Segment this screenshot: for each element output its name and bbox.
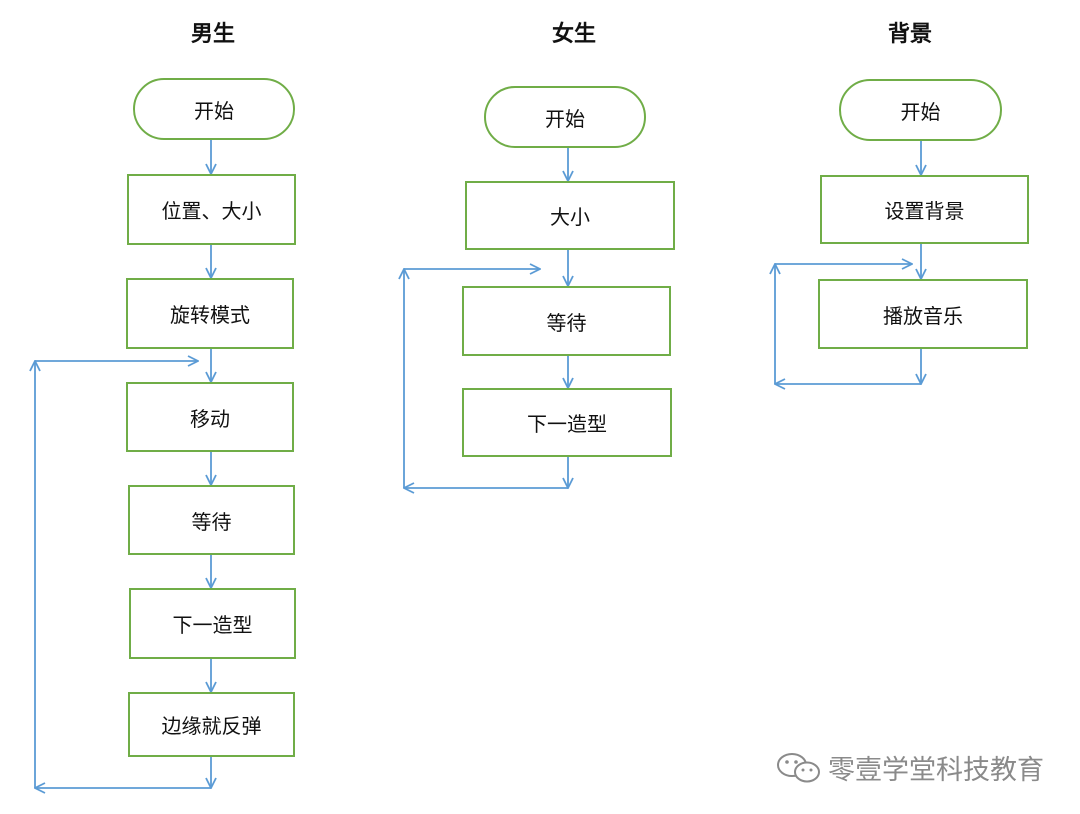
column-title-background: 背景 bbox=[887, 22, 932, 47]
girl-step-size: 大小 bbox=[465, 181, 675, 250]
column-title-girl: 女生 bbox=[551, 22, 596, 47]
background-start-node: 开始 bbox=[839, 79, 1002, 141]
background-step-play-music: 播放音乐 bbox=[818, 279, 1028, 349]
boy-step-position-size: 位置、大小 bbox=[127, 174, 296, 245]
wechat-icon bbox=[777, 752, 820, 782]
watermark-text: 零壹学堂科技教育 bbox=[828, 755, 1044, 786]
girl-step-next-costume: 下一造型 bbox=[462, 388, 672, 457]
boy-step-rotation-mode: 旋转模式 bbox=[126, 278, 294, 349]
boy-step-next-costume: 下一造型 bbox=[129, 588, 296, 659]
watermark: 零壹学堂科技教育 bbox=[776, 748, 1044, 787]
girl-start-node: 开始 bbox=[484, 86, 646, 148]
girl-step-wait: 等待 bbox=[462, 286, 671, 356]
boy-step-bounce-on-edge: 边缘就反弹 bbox=[128, 692, 295, 757]
background-step-set-backdrop: 设置背景 bbox=[820, 175, 1029, 244]
boy-start-node: 开始 bbox=[133, 78, 295, 140]
boy-step-move: 移动 bbox=[126, 382, 294, 452]
column-title-boy: 男生 bbox=[190, 22, 235, 47]
boy-step-wait: 等待 bbox=[128, 485, 295, 555]
